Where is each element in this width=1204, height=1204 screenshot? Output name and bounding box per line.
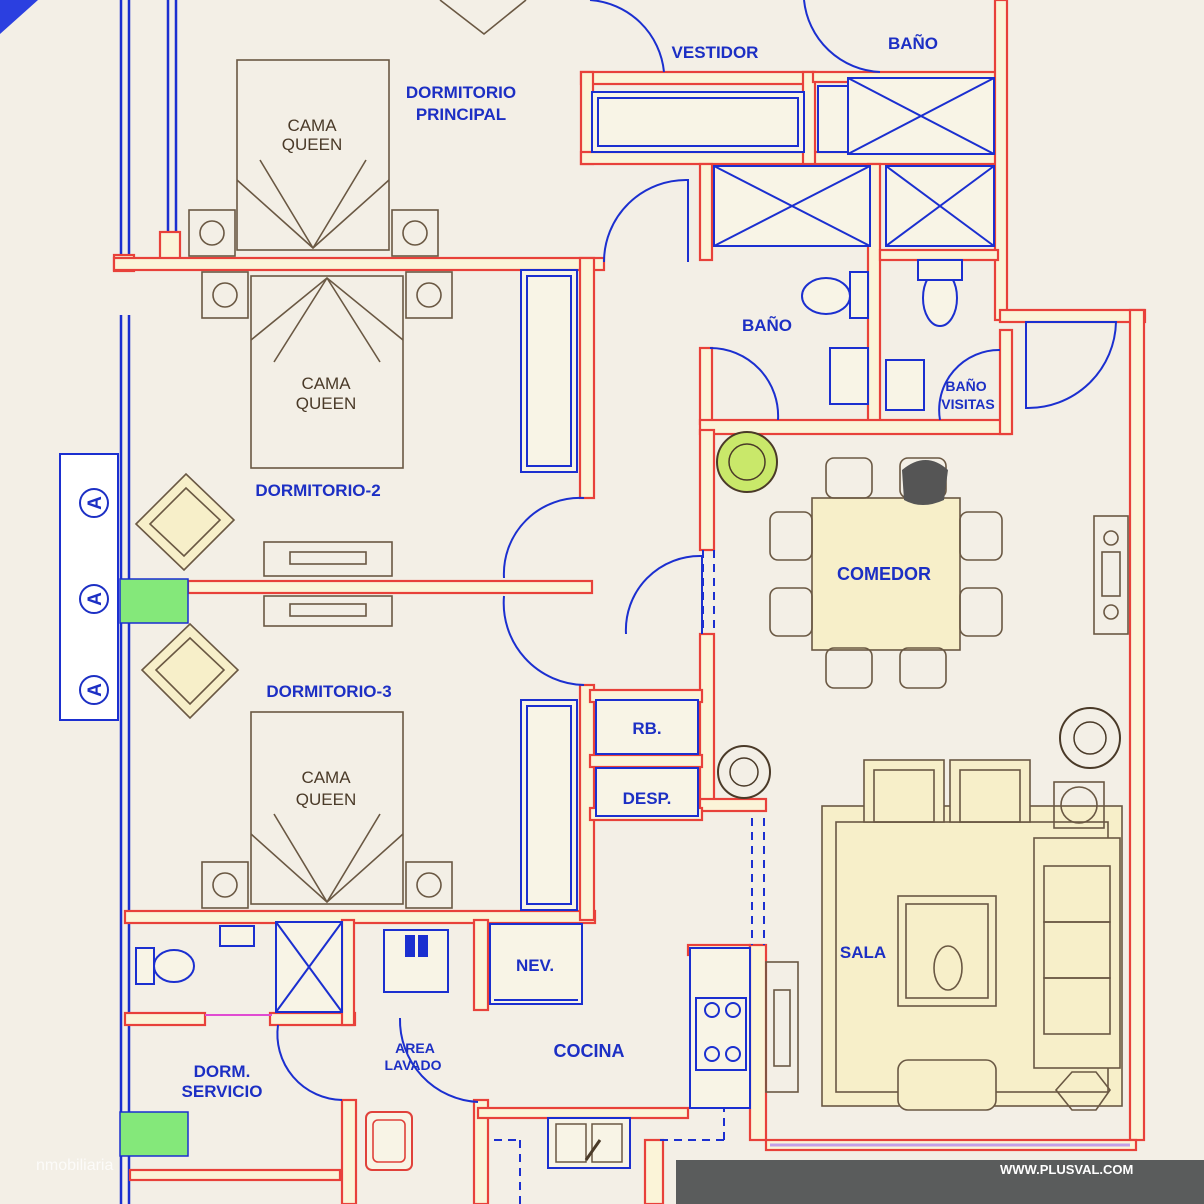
openings [494,550,765,1204]
watermark-url: WWW.PLUSVAL.COM [1000,1162,1133,1177]
bed-dorm-2 [201,271,453,627]
closets [520,85,849,911]
label-vestidor: VESTIDOR [672,43,759,62]
section-marker-panel [59,453,119,721]
armchairs-bedrooms [134,472,240,720]
section-marker-1: A [85,496,106,510]
doors [276,0,1118,1103]
green-column-top [119,578,189,624]
label-sala: SALA [840,943,886,962]
bed-label-principal-2: QUEEN [282,135,342,154]
bed-label-dorm3-1: CAMA [301,768,351,787]
label-comedor: COMEDOR [837,564,931,584]
label-dormitorio-principal-2: PRINCIPAL [416,105,506,124]
label-rb: RB. [632,719,661,738]
utility-rooms [489,699,699,1005]
bed-dorm-3 [201,711,453,909]
green-column-bottom [119,1111,189,1157]
label-nev: NEV. [516,956,554,975]
label-dorm-servicio-1: DORM. [194,1062,251,1081]
label-area-lavado-1: AREA [395,1040,435,1056]
watermark-logo: nmobiliaria [36,1157,113,1174]
bed-principal [188,0,527,257]
label-dormitorio-2: DORMITORIO-2 [255,481,380,500]
kitchen-counter [547,947,751,1169]
bed-label-dorm2-2: QUEEN [296,394,356,413]
label-area-lavado-2: LAVADO [384,1057,441,1073]
terrace-strip [676,1160,1204,1204]
bed-label-dorm2-1: CAMA [301,374,351,393]
exterior-windows [119,0,178,1204]
dining-set [769,457,1003,689]
bed-label-principal-1: CAMA [287,116,337,135]
label-dorm-servicio-2: SERVICIO [182,1082,263,1101]
label-bano-visitas-2: VISITAS [941,396,994,412]
showers [275,77,995,1013]
label-dormitorio-3: DORMITORIO-3 [266,682,391,701]
label-bano-visitas-1: BAÑO [945,377,986,394]
label-bano-2: BAÑO [742,315,792,335]
label-dormitorio-principal-1: DORMITORIO [406,83,516,102]
corner-accent [0,0,38,34]
walls [112,0,1147,1204]
living-room-furniture [765,759,1123,1111]
section-marker-3: A [85,683,106,697]
label-bano-principal: BAÑO [888,33,938,53]
label-cocina: COCINA [554,1041,625,1061]
label-desp: DESP. [623,789,672,808]
plants [716,431,1121,799]
section-marker-2: A [85,592,106,606]
bath-fixtures [135,259,963,1171]
sideboard [1093,515,1129,635]
bed-label-dorm3-2: QUEEN [296,790,356,809]
